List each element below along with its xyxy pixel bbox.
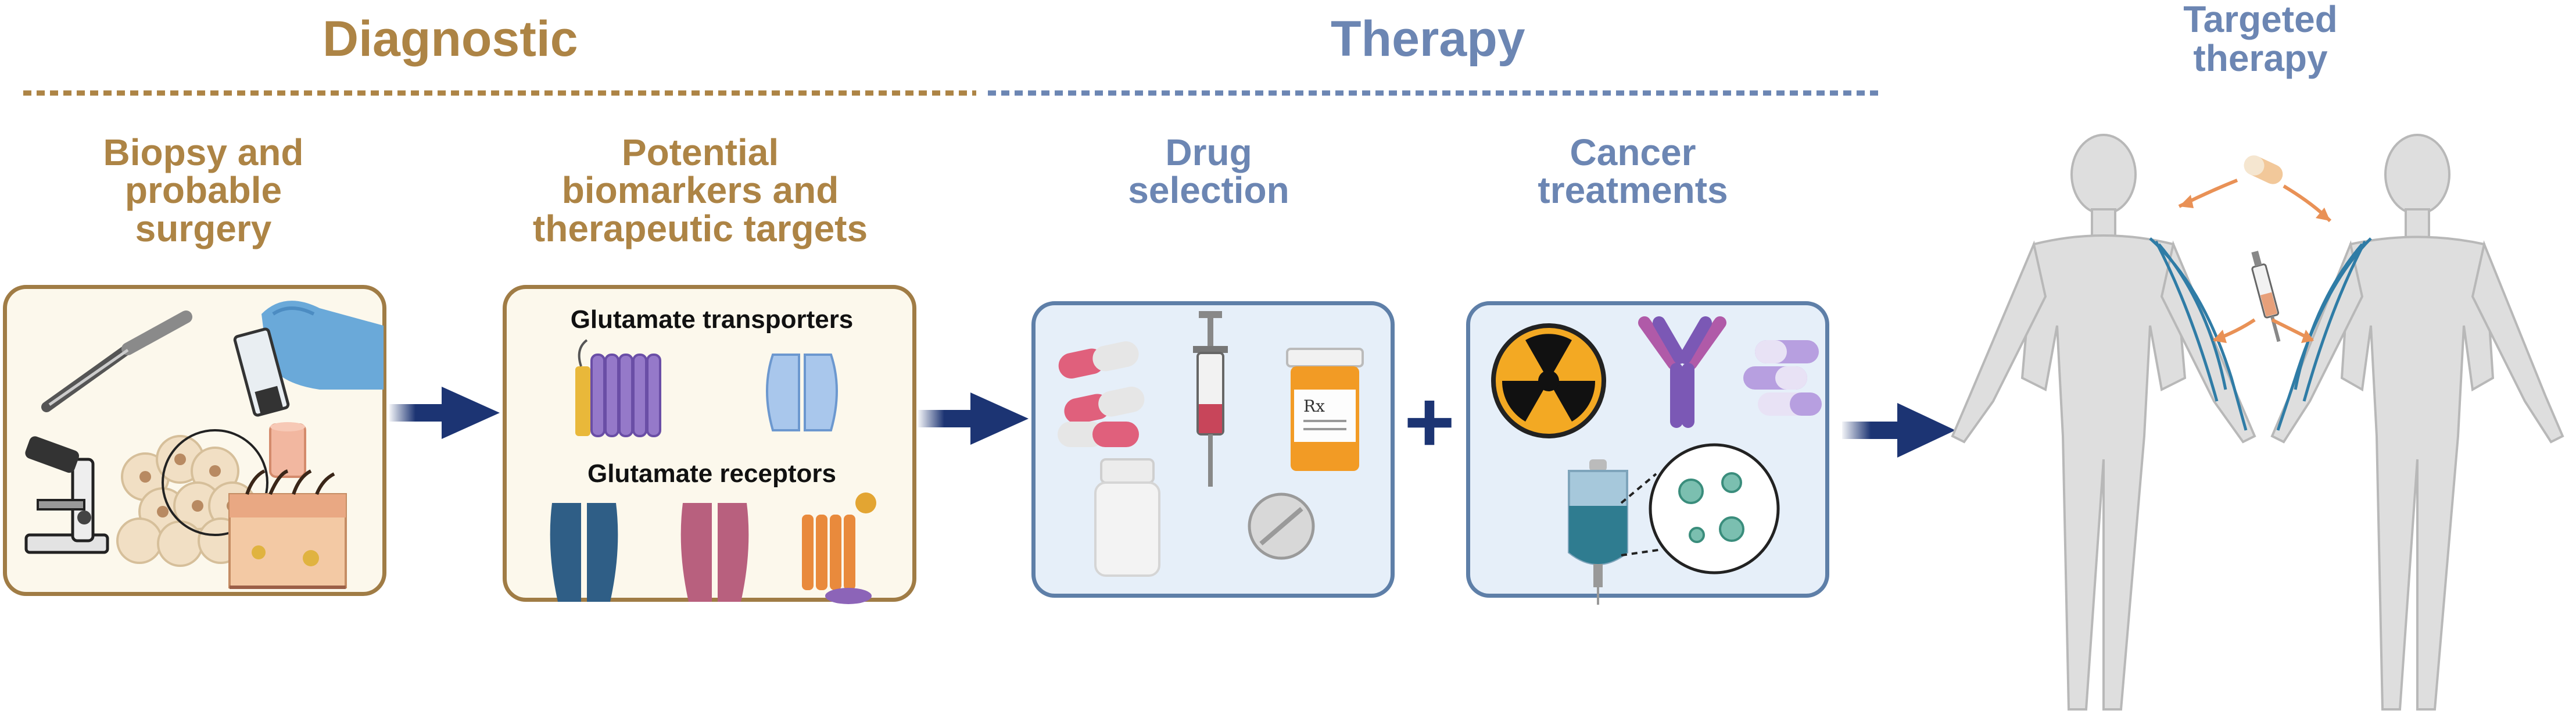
arrow-3 (1842, 403, 1955, 458)
targeted-therapy-header: Targeted therapy (2150, 0, 2371, 78)
human-body-icons (1951, 134, 2564, 711)
body-right (2270, 134, 2564, 711)
cancer-title-line-1: Cancer (1570, 131, 1696, 173)
channel-protein-icon (766, 354, 838, 431)
pill-icon (2244, 155, 2283, 184)
antibody-icon (1638, 316, 1726, 428)
therapy-header: Therapy (1331, 11, 1525, 67)
tissue-cells-icon (116, 429, 268, 567)
drug-selection-title: Drug selection (1092, 131, 1325, 212)
radiation-icon (1491, 323, 1606, 438)
capsule-icons (1058, 341, 1145, 447)
transporter-protein-icon (575, 339, 661, 437)
orange-arrows (2178, 179, 2332, 343)
plus-sign: + (1404, 373, 1455, 470)
biopsy-title-line-3: surgery (135, 207, 272, 249)
tablet-icon (1248, 492, 1315, 560)
targeted-line-2: therapy (2193, 37, 2328, 80)
biomarkers-title-line-1: Potential (621, 131, 779, 173)
vein-left (2149, 237, 2248, 431)
glutamate-transporters-label: Glutamate transporters (570, 305, 854, 334)
drug-title-line-1: Drug (1165, 131, 1252, 173)
pink-receptor-icon (680, 503, 749, 602)
arrow-1 (389, 387, 500, 439)
blue-receptor-icon (550, 503, 618, 602)
body-left (1951, 134, 2256, 711)
targeted-line-1: Targeted (2183, 0, 2338, 40)
syringe-small-icon (2251, 251, 2281, 342)
diagnostic-header: Diagnostic (323, 11, 578, 67)
pill-bottle-icon (1094, 458, 1160, 577)
receptor-protein-icons (550, 492, 876, 604)
biomarkers-title-line-3: therapeutic targets (532, 207, 868, 249)
svg-text:Rx: Rx (1303, 397, 1325, 416)
biomarkers-title: Potential biomarkers and therapeutic tar… (500, 131, 901, 249)
skin-section-icon (228, 469, 347, 589)
glutamate-receptors-label: Glutamate receptors (587, 459, 836, 488)
biopsy-title-line-2: probable (124, 169, 282, 212)
vein-right (2276, 237, 2372, 431)
arrow-2 (918, 392, 1029, 445)
drug-title-line-2: selection (1128, 169, 1289, 212)
gloved-hand-syringe-icon (233, 301, 384, 417)
biopsy-title: Biopsy and probable surgery (70, 131, 337, 249)
microscope-icon (24, 436, 109, 554)
virus-cells-icon (1620, 443, 1780, 574)
tissue-sample-icon (269, 422, 306, 478)
iv-bag-icon (1568, 459, 1628, 605)
rx-bottle-icon: Rx (1286, 348, 1364, 471)
biomarkers-title-line-2: biomarkers and (561, 169, 839, 212)
biopsy-title-line-1: Biopsy and (103, 131, 304, 173)
scalpel-icon (41, 310, 192, 412)
cancer-title-line-2: treatments (1538, 169, 1728, 212)
syringe-icon (1193, 311, 1228, 487)
orange-receptor-icon (802, 492, 876, 604)
cancer-treatments-title: Cancer treatments (1488, 131, 1778, 212)
capsule-purple-icons (1743, 340, 1822, 416)
